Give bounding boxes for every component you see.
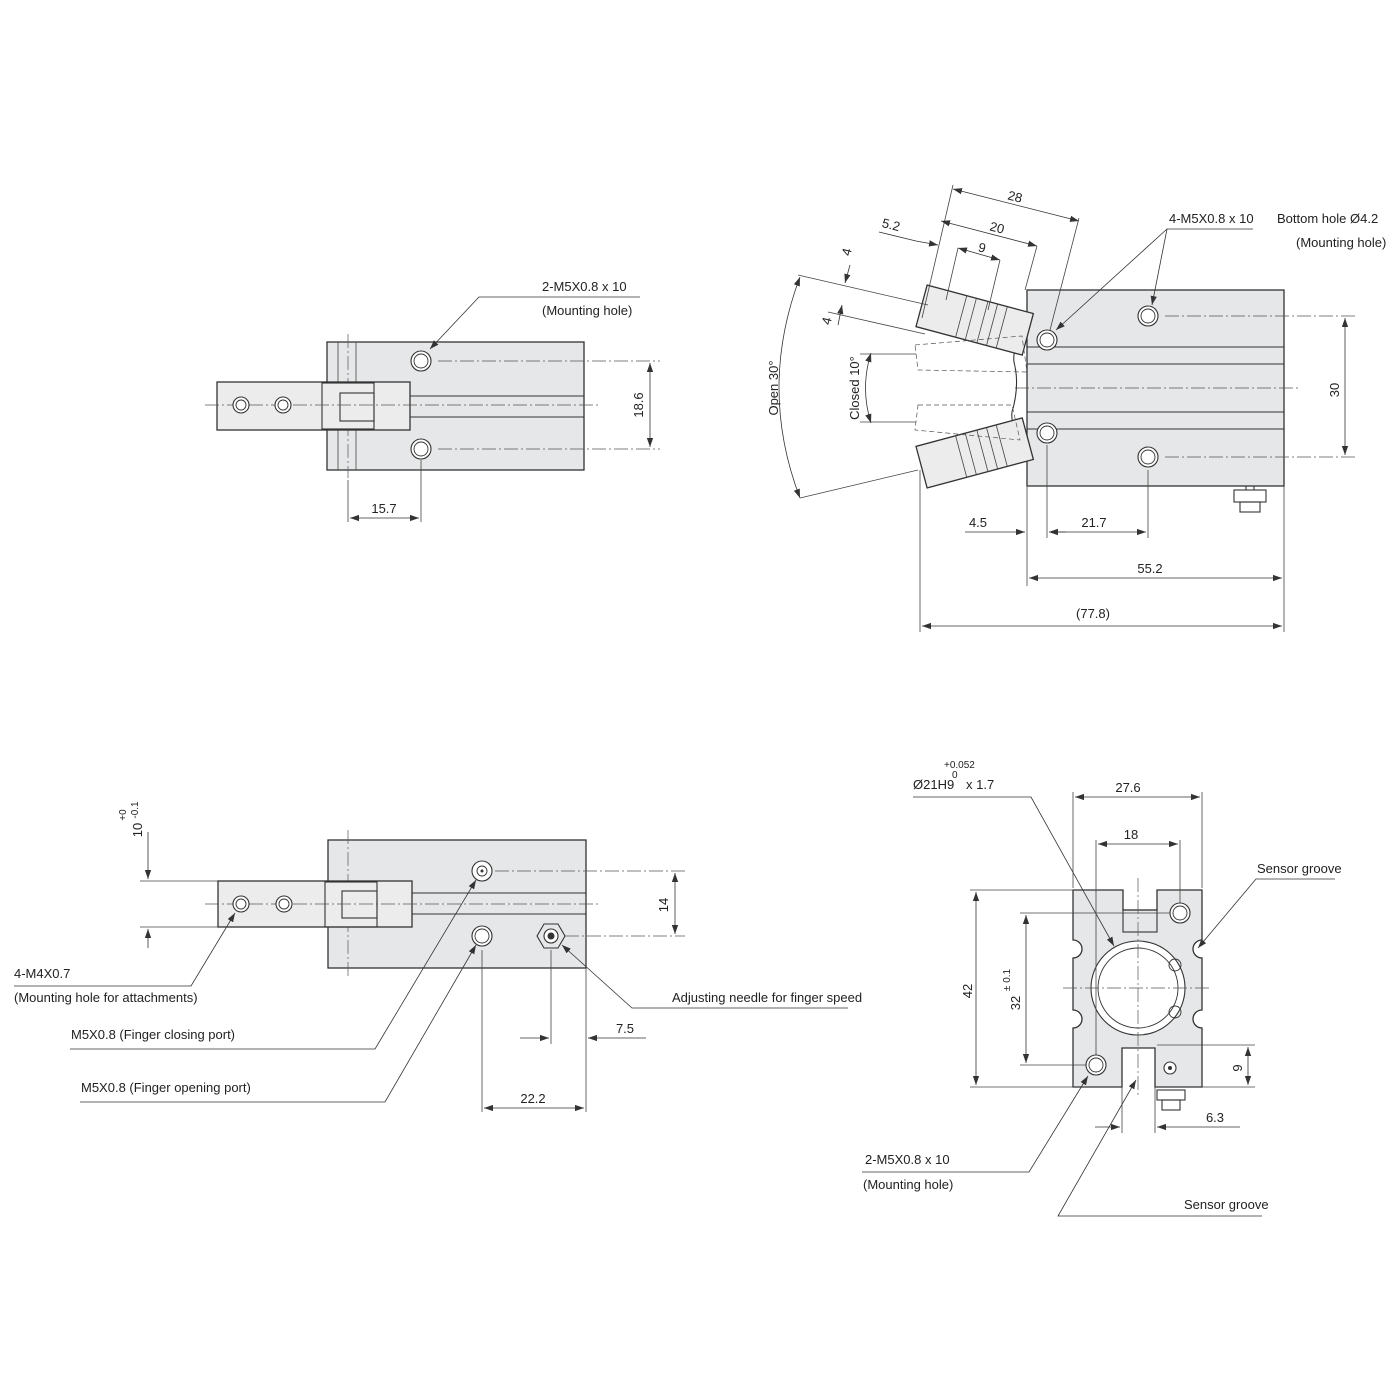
dim-20: 20 bbox=[988, 219, 1006, 237]
bottom-hole-note: (Mounting hole) bbox=[1296, 235, 1386, 250]
bottom-hole-label: Bottom hole Ø4.2 bbox=[1277, 211, 1378, 226]
tol-plus: +0 bbox=[118, 809, 129, 821]
bore-leader bbox=[913, 796, 1115, 947]
dim-9: 9 bbox=[977, 239, 988, 255]
m4-note: (Mounting hole for attachments) bbox=[14, 990, 198, 1005]
needle-label: Adjusting needle for finger speed bbox=[672, 990, 862, 1005]
opening-port: M5X0.8 (Finger opening port) bbox=[81, 1080, 251, 1095]
pivot-hole bbox=[1036, 329, 1058, 351]
dim-30: 30 bbox=[1327, 383, 1342, 397]
dim-line-4 bbox=[837, 304, 844, 326]
needle-leader bbox=[561, 944, 848, 1009]
mounting-hole-note: (Mounting hole) bbox=[542, 303, 632, 318]
fitting bbox=[1156, 1061, 1186, 1111]
sensor-slot bbox=[1168, 1005, 1182, 1019]
bore-tol-plus: +0.052 bbox=[944, 760, 975, 771]
attachment-hole bbox=[275, 895, 293, 913]
dim-27-6: 27.6 bbox=[1115, 780, 1140, 795]
mounting-hole bbox=[1169, 902, 1191, 924]
dim-22-2: 22.2 bbox=[520, 1091, 545, 1106]
dim-77-8: (77.8) bbox=[1076, 606, 1110, 621]
attachment-hole bbox=[232, 895, 250, 913]
view-bottom-left: 10 +0 -0.1 14 4-M4X0.7 (Mounting hole fo… bbox=[14, 801, 862, 1112]
closing-port: M5X0.8 (Finger closing port) bbox=[71, 1027, 235, 1042]
dim-4-5: 4.5 bbox=[969, 515, 987, 530]
dim-height: 18.6 bbox=[631, 392, 646, 417]
opening-port-leader bbox=[80, 944, 477, 1103]
open-angle-arc bbox=[778, 276, 801, 499]
pivot-hole-leader bbox=[1055, 228, 1168, 331]
closing-port bbox=[471, 860, 493, 882]
dim-9: 9 bbox=[1230, 1064, 1245, 1071]
dim-line-20 bbox=[940, 220, 1038, 247]
tol-nominal: 10 bbox=[130, 823, 145, 837]
dim-line-5-2 bbox=[878, 231, 939, 247]
dim-28: 28 bbox=[1006, 188, 1024, 206]
mounting-hole-leader bbox=[862, 1075, 1089, 1173]
mounting-hole-label: 2-M5X0.8 x 10 bbox=[542, 279, 627, 294]
dim-32-tol: ± 0.1 bbox=[1002, 968, 1013, 991]
mounting-hole bbox=[1085, 1054, 1107, 1076]
attachment-hole bbox=[274, 396, 292, 414]
bore-tol-zero: 0 bbox=[952, 770, 958, 781]
dim-6-3: 6.3 bbox=[1206, 1110, 1224, 1125]
dim-line-9 bbox=[957, 247, 1001, 261]
bore-depth: x 1.7 bbox=[966, 777, 994, 792]
pivot-hole bbox=[1036, 422, 1058, 444]
mounting-hole bbox=[1137, 305, 1159, 327]
fitting bbox=[1233, 486, 1267, 513]
m4-leader bbox=[14, 912, 236, 987]
closed-angle-arc bbox=[865, 352, 872, 424]
dim-4a: 4 bbox=[838, 247, 854, 258]
dim-offset: 15.7 bbox=[371, 501, 396, 516]
mounting-hole bbox=[410, 438, 432, 460]
dim-14: 14 bbox=[656, 898, 671, 912]
finger-jaw-upper bbox=[915, 284, 1035, 356]
sensor-groove-bottom: Sensor groove bbox=[1184, 1197, 1269, 1212]
sensor-groove-leader bbox=[1057, 1079, 1262, 1217]
dim-line-28 bbox=[952, 188, 1080, 222]
view-side: 28 20 9 5.2 4 4 Open 30° Closed 10° 4-M5… bbox=[766, 184, 1386, 632]
dim-42: 42 bbox=[960, 984, 975, 998]
m4-label: 4-M4X0.7 bbox=[14, 966, 70, 981]
sensor-slot bbox=[1168, 958, 1182, 972]
open-angle: Open 30° bbox=[766, 360, 781, 415]
dim-55-2: 55.2 bbox=[1137, 561, 1162, 576]
mounting-hole-label: 4-M5X0.8 x 10 bbox=[1169, 211, 1254, 226]
sensor-groove-top: Sensor groove bbox=[1257, 861, 1342, 876]
closed-angle: Closed 10° bbox=[847, 356, 862, 420]
attachment-hole bbox=[232, 396, 250, 414]
bore-label: Ø21H9 bbox=[913, 777, 954, 792]
mounting-hole-note: (Mounting hole) bbox=[863, 1177, 953, 1192]
mounting-hole bbox=[410, 350, 432, 372]
dim-line-4 bbox=[844, 264, 851, 284]
tol-minus: -0.1 bbox=[130, 801, 141, 819]
dim-18: 18 bbox=[1124, 827, 1138, 842]
view-top-left: 2-M5X0.8 x 10 (Mounting hole) 18.6 15.7 bbox=[205, 279, 660, 522]
dim-7-5: 7.5 bbox=[616, 1021, 634, 1036]
dim-32-nominal: 32 bbox=[1008, 996, 1023, 1010]
closing-port-leader bbox=[70, 879, 477, 1050]
finger-jaw-lower bbox=[915, 417, 1035, 489]
dim-5-2: 5.2 bbox=[881, 215, 902, 234]
dim-21-7: 21.7 bbox=[1081, 515, 1106, 530]
dim-4b: 4 bbox=[818, 316, 834, 327]
opening-port bbox=[471, 925, 493, 947]
view-end: +0.052 Ø21H9 0 x 1.7 27.6 18 Sensor groo… bbox=[862, 760, 1342, 1217]
mounting-hole-label: 2-M5X0.8 x 10 bbox=[865, 1152, 950, 1167]
mounting-hole-leader bbox=[429, 296, 640, 350]
sensor-groove-leader bbox=[1197, 878, 1335, 949]
mounting-hole bbox=[1137, 446, 1159, 468]
